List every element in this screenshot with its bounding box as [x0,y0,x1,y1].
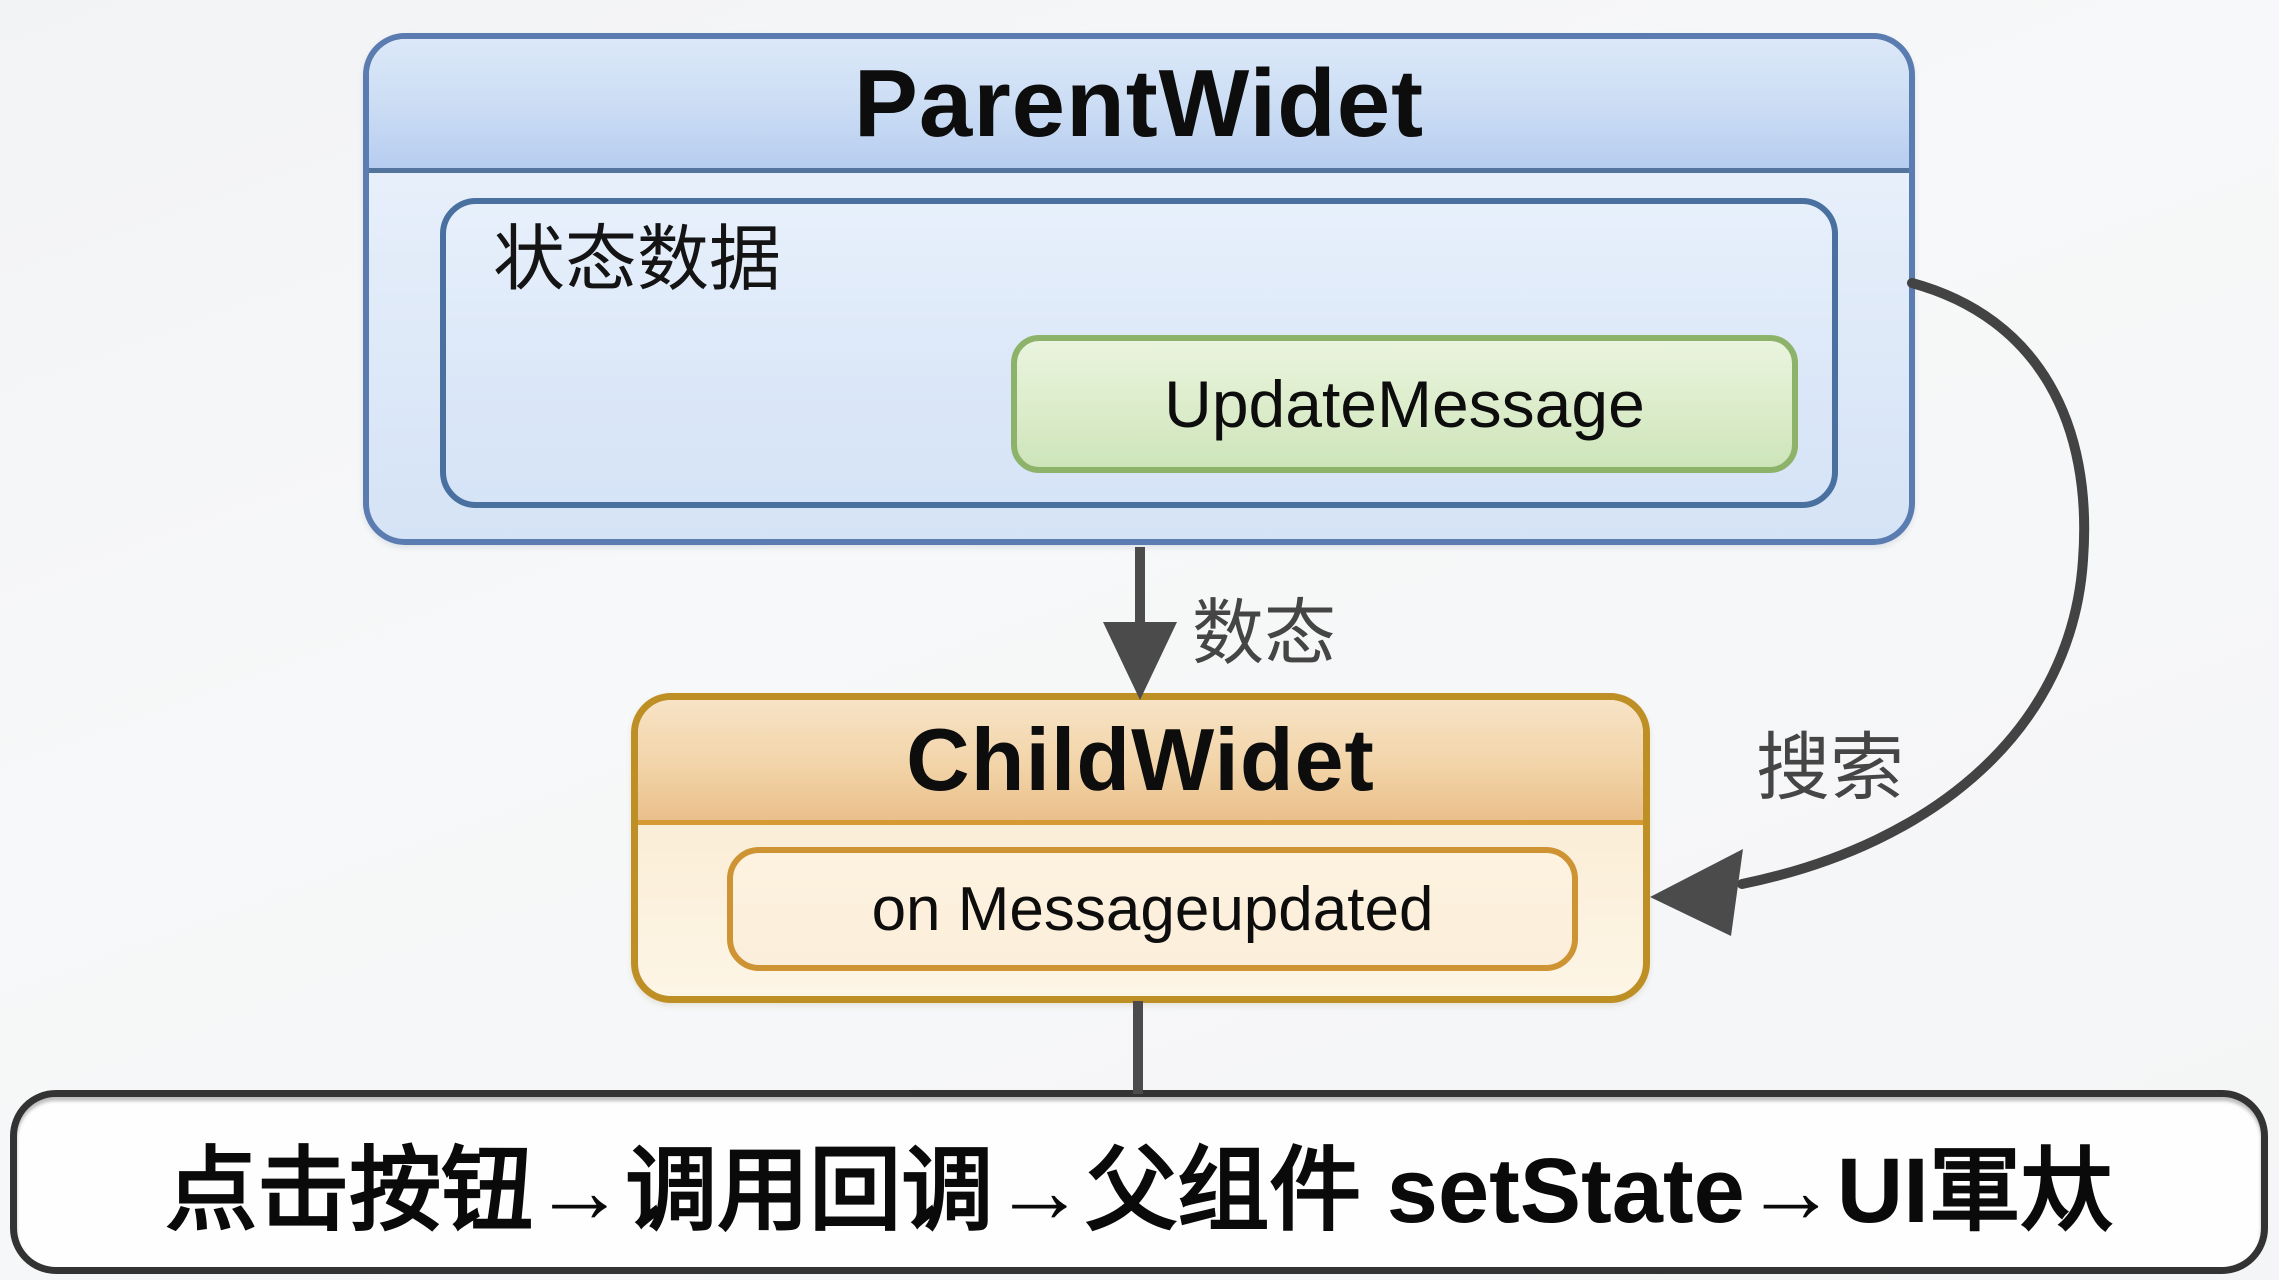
child-widget-header: ChildWidet [638,700,1643,825]
callback-arrowhead-icon [1650,849,1743,936]
parent-to-child-arrow-label: 数态 [1192,594,1337,674]
flow-caption-text: 点击按钮→调用回调→父组件 setState→UI軍夶 [165,1139,2113,1242]
on-message-updated-label: on Messageupdated [871,874,1434,944]
child-widget-title: ChildWidet [906,710,1375,809]
state-data-label: 状态数据 [493,220,782,300]
parent-widget-header: ParentWidet [369,39,1909,173]
parent-widget-node: ParentWidet 状态数据 UpdateMessage [363,33,1915,545]
flow-caption-box: 点击按钮→调用回调→父组件 setState→UI軍夶 [10,1090,2268,1274]
update-message-button-label: UpdateMessage [1164,367,1645,441]
update-message-button: UpdateMessage [1011,335,1798,473]
child-widget-node: ChildWidet on Messageupdated [631,693,1650,1003]
callback-arrow-label: 搜索 [1756,726,1904,809]
state-data-box: 状态数据 UpdateMessage [440,198,1838,508]
parent-to-child-arrowhead-icon [1103,622,1177,700]
on-message-updated-box: on Messageupdated [727,847,1578,971]
parent-widget-title: ParentWidet [853,49,1425,157]
